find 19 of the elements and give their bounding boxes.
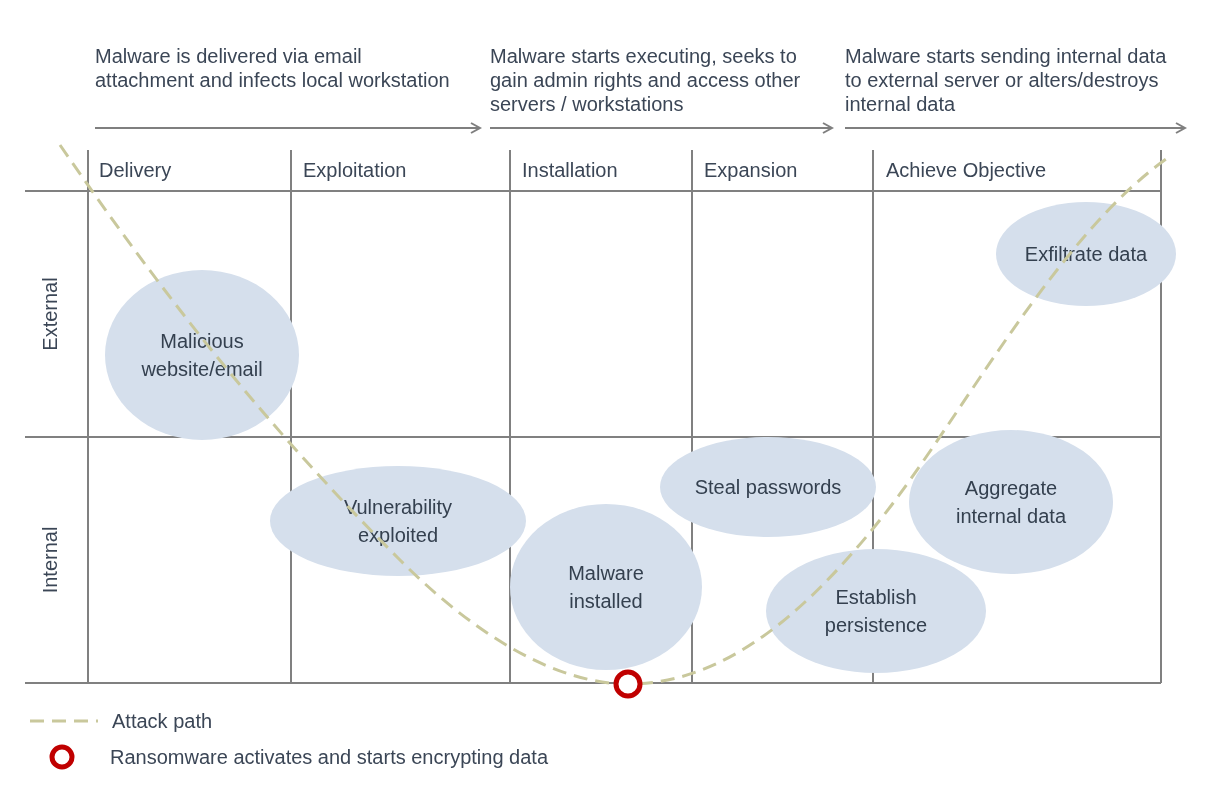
row-header: Internal bbox=[38, 526, 62, 594]
legend-label: Ransomware activates and starts encrypting data bbox=[110, 745, 548, 769]
step-label: Vulnerability exploited bbox=[342, 495, 454, 548]
row-header: External bbox=[38, 277, 62, 351]
stage-description: Malware starts sending internal data to external server or alters/destroys internal data bbox=[845, 44, 1168, 116]
column-header: Installation bbox=[522, 158, 618, 182]
step-label: Steal passwords bbox=[693, 475, 843, 500]
stage-description: Malware starts executing, seeks to gain admin rights and access other servers / workstations bbox=[490, 44, 802, 116]
step-label: Aggregate internal data bbox=[954, 476, 1068, 529]
column-header: Delivery bbox=[99, 158, 172, 182]
step-label: Malicious website/email bbox=[140, 329, 264, 382]
column-header: Exploitation bbox=[303, 158, 407, 182]
legend-label: Attack path bbox=[112, 709, 213, 733]
column-header: Expansion bbox=[704, 158, 798, 182]
step-label: Malware installed bbox=[567, 561, 645, 614]
column-header: Achieve Objective bbox=[886, 158, 1047, 182]
stage-description: Malware is delivered via email attachment and infects local workstation bbox=[95, 44, 451, 92]
step-label: Establish persistence bbox=[823, 585, 929, 638]
step-label: Exfiltrate data bbox=[1023, 242, 1149, 267]
